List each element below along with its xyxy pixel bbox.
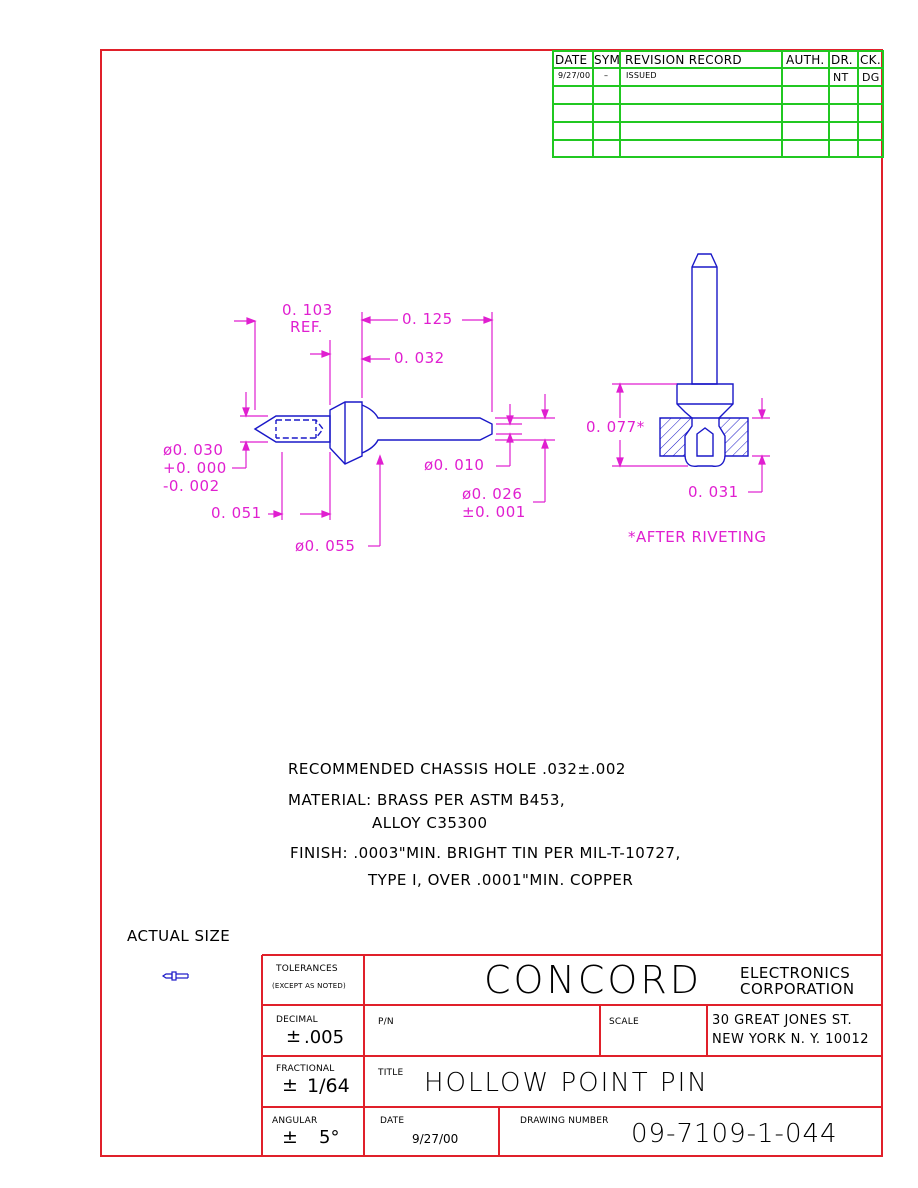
scale-label: SCALE xyxy=(609,1017,639,1027)
drawing-number: 09-7109-1-044 xyxy=(631,1119,838,1149)
dim-tol-plus: +0. 000 xyxy=(163,459,227,477)
rev-header-dr: DR. xyxy=(831,53,853,67)
rev-row-record: ISSUED xyxy=(626,71,657,80)
dim-dia-0010: ø0. 010 xyxy=(424,456,485,474)
decimal-pm: ± xyxy=(286,1026,302,1047)
tolerances-label: TOLERANCES xyxy=(276,964,338,974)
address-line-2: NEW YORK N. Y. 10012 xyxy=(712,1032,869,1047)
rev-header-ck: CK. xyxy=(860,53,881,67)
rev-header-sym: SYM xyxy=(594,53,621,67)
rev-header-auth: AUTH. xyxy=(786,53,825,67)
date-label: DATE xyxy=(380,1116,405,1126)
actual-size-pin xyxy=(161,971,189,981)
rev-header-record: REVISION RECORD xyxy=(625,53,742,67)
dim-ref-label: REF. xyxy=(290,318,323,336)
company-sub-1: ELECTRONICS xyxy=(740,964,851,982)
dim-0051: 0. 051 xyxy=(211,504,262,522)
company-sub-2: CORPORATION xyxy=(740,980,855,998)
note-finish-1: FINISH: .0003"MIN. BRIGHT TIN PER MIL-T-… xyxy=(290,844,681,862)
pin-side-view xyxy=(253,401,493,465)
dim-0031: 0. 031 xyxy=(688,483,739,501)
note-chassis-hole: RECOMMENDED CHASSIS HOLE .032±.002 xyxy=(288,760,626,778)
title-block-grid xyxy=(261,954,883,1157)
after-riveting-note: *AFTER RIVETING xyxy=(628,528,767,546)
drawing-number-label: DRAWING NUMBER xyxy=(520,1116,609,1126)
dim-dia-0030: ø0. 030 xyxy=(163,441,224,459)
date-value: 9/27/00 xyxy=(412,1132,459,1146)
company-name: CONCORD xyxy=(484,958,702,1002)
note-material-2: ALLOY C35300 xyxy=(372,814,488,832)
rev-row-ck: DG xyxy=(862,71,880,84)
address-line-1: 30 GREAT JONES ST. xyxy=(712,1013,853,1028)
angular-value: 5° xyxy=(319,1127,340,1148)
decimal-value: .005 xyxy=(304,1027,345,1048)
note-material-1: MATERIAL: BRASS PER ASTM B453, xyxy=(288,791,566,809)
pin-riveted-view xyxy=(659,253,749,467)
dim-0125: 0. 125 xyxy=(402,310,453,328)
dim-0077: 0. 077* xyxy=(586,418,645,436)
dim-tol-minus: -0. 002 xyxy=(163,477,220,495)
dimension-lines xyxy=(232,312,770,547)
revision-table-grid xyxy=(552,50,884,158)
angular-pm: ± xyxy=(282,1126,298,1148)
rev-row-dr: NT xyxy=(833,71,849,84)
dim-0103: 0. 103 xyxy=(282,301,333,319)
fractional-value: 1/64 xyxy=(307,1075,350,1097)
rev-header-date: DATE xyxy=(555,53,588,67)
fractional-pm: ± xyxy=(282,1074,298,1096)
dim-dia-0055: ø0. 055 xyxy=(295,537,356,555)
dim-0032: 0. 032 xyxy=(394,349,445,367)
dim-dia-0026: ø0. 026 xyxy=(462,485,523,503)
fractional-label: FRACTIONAL xyxy=(276,1064,335,1074)
drawing-title: HOLLOW POINT PIN xyxy=(424,1068,709,1098)
dim-tol-0026: ±0. 001 xyxy=(462,503,526,521)
angular-label: ANGULAR xyxy=(272,1116,318,1126)
rev-row-sym: – xyxy=(604,71,609,80)
note-finish-2: TYPE I, OVER .0001"MIN. COPPER xyxy=(368,871,634,889)
pn-label: P/N xyxy=(378,1017,394,1027)
tolerances-sub-label: (EXCEPT AS NOTED) xyxy=(272,982,346,990)
title-label: TITLE xyxy=(378,1068,404,1078)
drawing-border xyxy=(100,49,883,1157)
actual-size-label: ACTUAL SIZE xyxy=(127,927,231,945)
rev-row-date: 9/27/00 xyxy=(558,71,591,80)
decimal-label: DECIMAL xyxy=(276,1015,318,1025)
